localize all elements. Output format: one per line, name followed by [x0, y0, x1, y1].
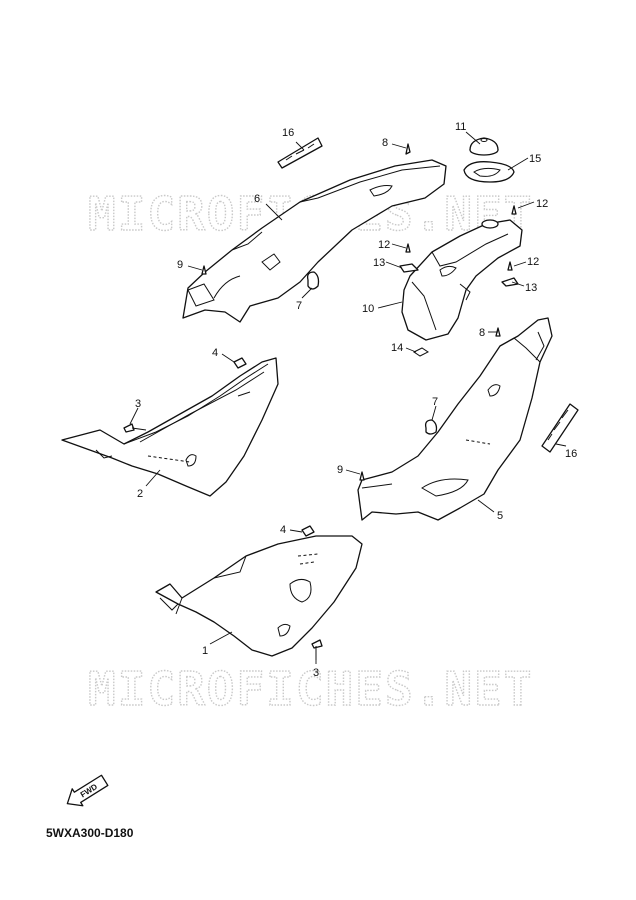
part-2-side-panel-middle [61, 357, 279, 497]
callout-10: 10 [362, 303, 374, 315]
callout-4: 4 [280, 524, 286, 536]
callout-15: 15 [529, 153, 541, 165]
callout-8: 8 [479, 327, 485, 339]
callout-4: 4 [212, 347, 218, 359]
callout-1: 1 [202, 645, 208, 657]
fasteners-middle [123, 327, 501, 660]
callout-12: 12 [527, 256, 539, 268]
callout-8: 8 [382, 137, 388, 149]
callout-7: 7 [432, 396, 438, 408]
callout-13: 13 [525, 282, 537, 294]
callout-5: 5 [497, 510, 503, 522]
part-6-side-cover-upper-left [182, 159, 447, 323]
part-11-tank-cap [469, 137, 499, 156]
part-15-cap-gasket [463, 161, 515, 183]
callout-3: 3 [135, 398, 141, 410]
part-16-decal-lower [541, 403, 579, 453]
callout-9: 9 [177, 259, 183, 271]
callout-13: 13 [373, 257, 385, 269]
callout-12: 12 [536, 198, 548, 210]
part-5-side-cover-right [357, 317, 553, 521]
part-1-side-cover-lower [155, 535, 363, 657]
callout-6: 6 [254, 193, 260, 205]
part-10-reservoir-tank [401, 219, 523, 341]
drawing-code: 5WXA300-D180 [46, 826, 134, 840]
callout-14: 14 [391, 342, 403, 354]
callout-16: 16 [282, 127, 294, 139]
callout-16: 16 [565, 448, 577, 460]
callout-7: 7 [296, 300, 302, 312]
callout-3: 3 [313, 667, 319, 679]
callout-2: 2 [137, 488, 143, 500]
callout-labels: 16 8 11 15 6 12 12 13 12 9 13 7 10 8 4 1… [135, 121, 577, 679]
watermark-bottom: MICROFICHES.NET [88, 662, 533, 716]
callout-11: 11 [455, 121, 466, 133]
part-16-decal-upper [277, 137, 323, 169]
part-7-grommet-right [424, 419, 438, 435]
callout-9: 9 [337, 464, 343, 476]
leader-lines [129, 131, 567, 664]
fwd-arrow-icon: FWD [66, 774, 109, 807]
callout-12: 12 [378, 239, 390, 251]
